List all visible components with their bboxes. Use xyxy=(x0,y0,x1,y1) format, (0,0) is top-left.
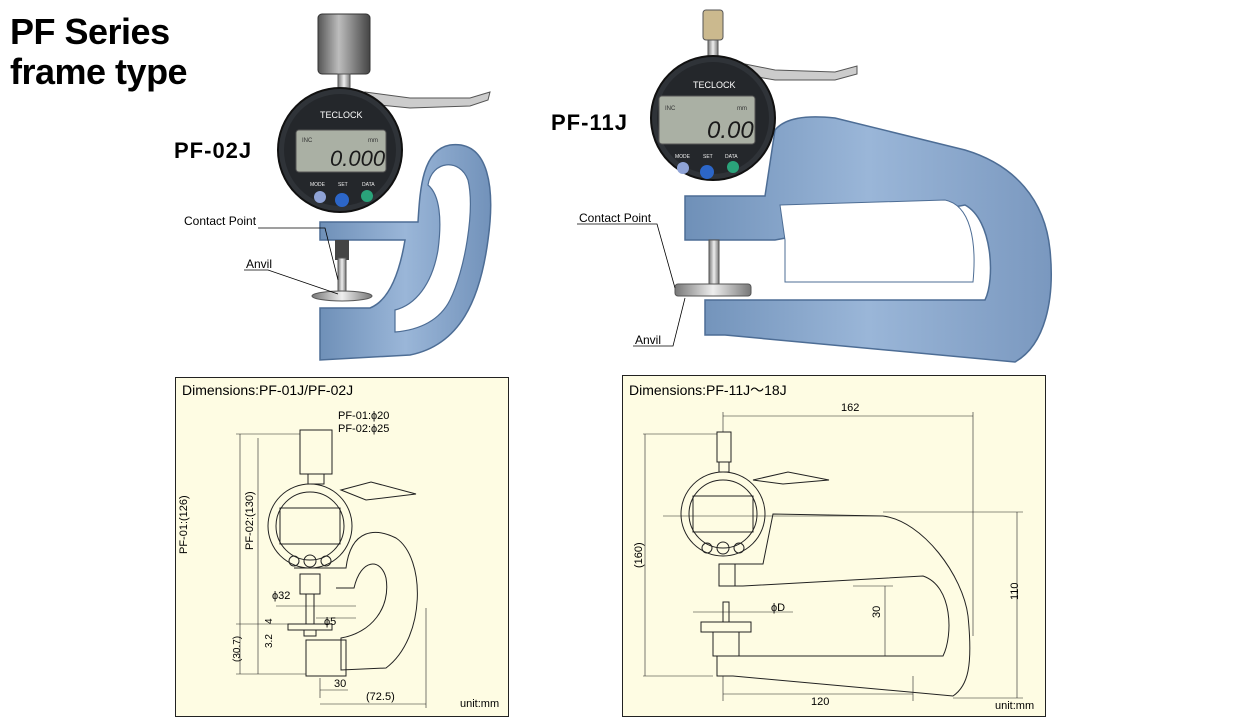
anvil xyxy=(674,283,752,297)
pf02j-product-image: TECLOCK INC mm 0.000 MODE SET DATA PF-02… xyxy=(170,0,530,370)
dim-160: (160) xyxy=(633,542,645,568)
data-button[interactable] xyxy=(727,161,739,173)
dim-110: 110 xyxy=(1009,582,1021,600)
pf11j-product-image: TECLOCK INC mm 0.00 MODE SET DATA PF-11J… xyxy=(545,0,1065,370)
lcd-reading: 0.000 xyxy=(330,146,386,171)
svg-text:mm: mm xyxy=(368,138,378,144)
set-button[interactable] xyxy=(335,193,349,207)
dim-30-7: (30.7) xyxy=(232,635,243,662)
dim-72-5: (72.5) xyxy=(366,691,395,703)
dimensions-panel-pf01j-pf02j: Dimensions:PF-01J/PF-02J xyxy=(175,377,509,717)
svg-text:DATA: DATA xyxy=(725,154,738,160)
svg-text:DATA: DATA xyxy=(362,182,375,188)
dim-30: 30 xyxy=(871,605,883,618)
callout-anvil: Anvil xyxy=(635,333,662,347)
dim-height-pf01: PF-01:(126) xyxy=(178,495,190,554)
mode-button[interactable] xyxy=(677,162,689,174)
mode-button[interactable] xyxy=(314,191,326,203)
frame-opening xyxy=(779,199,975,283)
dim-phi32: ϕ32 xyxy=(272,590,291,602)
svg-text:SET: SET xyxy=(703,154,713,160)
dim-120: 120 xyxy=(811,696,830,708)
weight-cap xyxy=(702,9,724,41)
pf11j-illustration: TECLOCK INC mm 0.00 MODE SET DATA xyxy=(577,9,1052,363)
model-label-pf11j: PF-11J xyxy=(551,110,628,135)
model-label-pf02j: PF-02J xyxy=(174,138,253,163)
dimensions-panel-pf11j-18j: Dimensions:PF-11J〜18J xyxy=(622,375,1046,717)
note-pf01: PF-01:ϕ20 xyxy=(338,410,390,422)
lcd-display xyxy=(658,95,756,145)
dim-30: 30 xyxy=(334,678,347,690)
pf02j-illustration: TECLOCK INC mm 0.000 MODE SET DATA xyxy=(244,13,492,361)
brand-label: TECLOCK xyxy=(320,110,363,120)
svg-text:MODE: MODE xyxy=(675,154,691,160)
contact-point xyxy=(337,257,347,295)
dimension-drawing xyxy=(643,412,1023,701)
heading: PF Series frame type xyxy=(10,11,188,92)
heading-line2: frame type xyxy=(10,51,188,92)
contact-point xyxy=(708,239,720,285)
heading-line1: PF Series xyxy=(10,11,170,52)
lcd-reading: 0.00 xyxy=(707,117,754,144)
lcd-display xyxy=(295,129,387,173)
svg-text:MODE: MODE xyxy=(310,182,326,188)
note-pf02: PF-02:ϕ25 xyxy=(338,423,390,435)
frame-opening xyxy=(394,164,471,333)
brand-label: TECLOCK xyxy=(693,80,736,90)
callout-contact-point: Contact Point xyxy=(579,211,652,225)
svg-text:INC: INC xyxy=(302,138,313,144)
dimension-drawing xyxy=(236,429,427,708)
weight-cap xyxy=(317,13,371,75)
unit-label: unit:mm xyxy=(995,700,1035,712)
panel-title: Dimensions:PF-01J/PF-02J xyxy=(182,382,354,398)
dim-3-2: 3.2 xyxy=(264,634,275,648)
frame-body xyxy=(684,116,1052,363)
callout-anvil: Anvil xyxy=(246,257,273,271)
dim-162: 162 xyxy=(841,402,860,414)
svg-text:INC: INC xyxy=(665,106,676,112)
anvil xyxy=(311,290,373,302)
dim-4: 4 xyxy=(264,618,275,624)
dim-height-pf02: PF-02:(130) xyxy=(244,491,256,550)
callout-contact-point: Contact Point xyxy=(184,214,257,228)
svg-text:mm: mm xyxy=(737,106,747,112)
set-button[interactable] xyxy=(700,165,714,179)
panel-title: Dimensions:PF-11J〜18J xyxy=(629,382,787,398)
unit-label: unit:mm xyxy=(460,698,500,710)
dim-phi5: ϕ5 xyxy=(324,616,337,628)
dim-phi-d: ϕD xyxy=(771,602,786,614)
data-button[interactable] xyxy=(361,190,373,202)
svg-text:SET: SET xyxy=(338,182,348,188)
